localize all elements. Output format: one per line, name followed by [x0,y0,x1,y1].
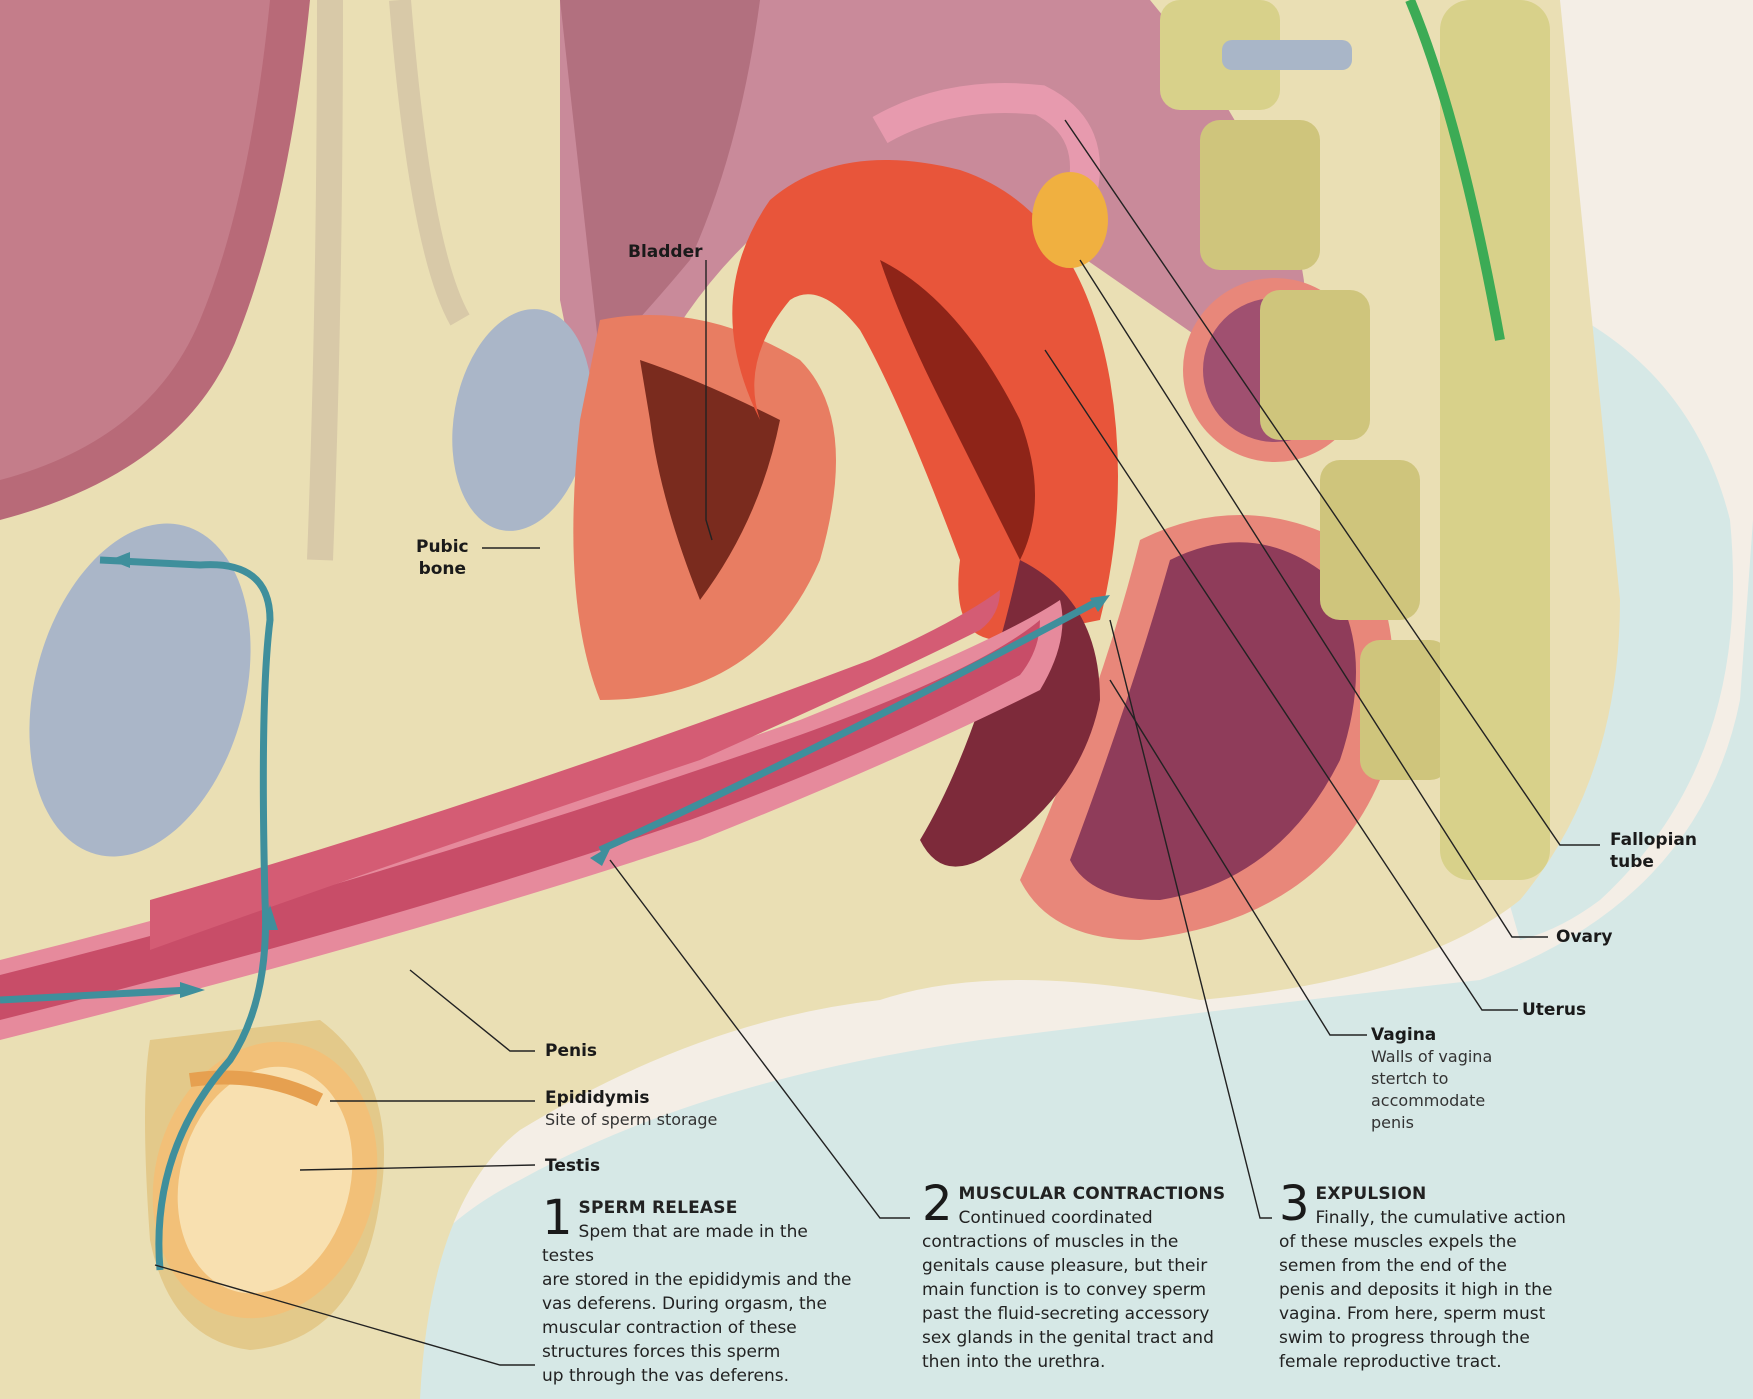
step-title: SPERM RELEASE [579,1198,738,1218]
step-number: 3 [1279,1182,1310,1226]
step-2: 2 MUSCULAR CONTRACTIONS Continued coordi… [922,1182,1242,1374]
ovary [1032,172,1108,268]
vagina-label: Vagina Walls of vagina stertch to accomm… [1371,1024,1492,1134]
penis-label: Penis [545,1040,597,1062]
step-1: 1 SPERM RELEASE Spem that are made in th… [542,1196,862,1388]
step-title: EXPULSION [1316,1184,1427,1204]
step-number: 2 [922,1182,953,1226]
step-3: 3 EXPULSION Finally, the cumulative acti… [1279,1182,1579,1374]
step-title: MUSCULAR CONTRACTIONS [959,1184,1226,1204]
testis-label: Testis [545,1155,600,1177]
ovary-label: Ovary [1556,926,1612,948]
bladder-label: Bladder [628,241,703,263]
uterus-label: Uterus [1522,999,1586,1021]
step-number: 1 [542,1196,573,1240]
